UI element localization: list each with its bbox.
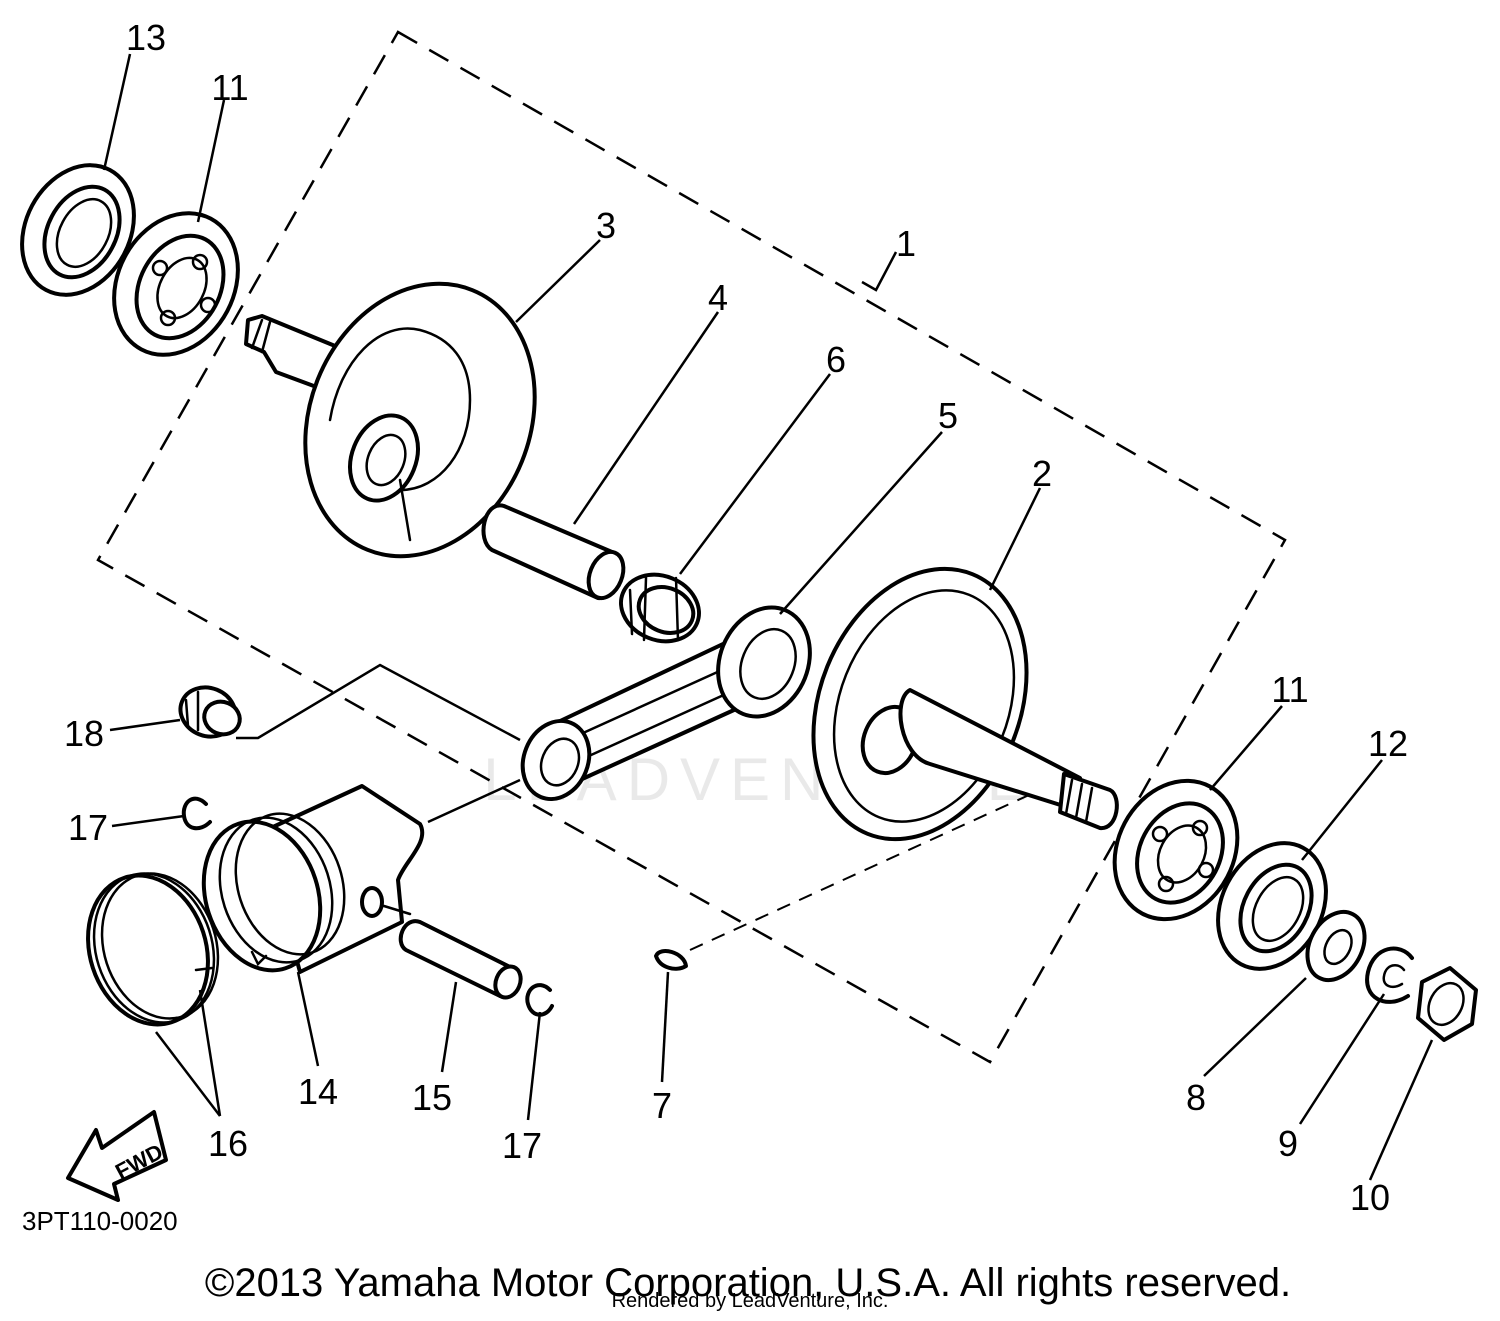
fwd-arrow: FWD bbox=[66, 1110, 168, 1202]
callout-18: 18 bbox=[64, 713, 104, 754]
woodruff-key-7 bbox=[654, 949, 688, 971]
bearing-11-left bbox=[112, 211, 240, 357]
connecting-rod-5 bbox=[520, 605, 812, 801]
callout-13: 13 bbox=[126, 17, 166, 58]
callout-7: 7 bbox=[652, 1085, 672, 1126]
callout-6: 6 bbox=[826, 339, 846, 380]
callout-17-right: 17 bbox=[502, 1125, 542, 1166]
callout-2: 2 bbox=[1032, 453, 1052, 494]
circlip-17-right bbox=[525, 983, 554, 1017]
callout-labels: 13 11 3 1 4 6 5 2 11 12 18 17 14 15 7 8 … bbox=[64, 17, 1408, 1218]
rendered-by-text: Rendered by LeadVenture, Inc. bbox=[612, 1290, 889, 1312]
copyright-text: ©2013 Yamaha Motor Corporation, U.S.A. A… bbox=[205, 1261, 1291, 1305]
small-end-bearing-18 bbox=[178, 685, 242, 739]
needle-bearing-6 bbox=[619, 572, 701, 644]
bearing-11-right bbox=[1112, 778, 1240, 922]
washer-8 bbox=[1305, 909, 1367, 983]
crank-pin-4 bbox=[481, 503, 626, 601]
piston-pin-15 bbox=[382, 904, 523, 1000]
callout-leaders bbox=[102, 53, 1434, 1181]
callout-15: 15 bbox=[412, 1077, 452, 1118]
piston-14 bbox=[201, 784, 425, 974]
lock-washer-9 bbox=[1365, 946, 1414, 1004]
callout-8: 8 bbox=[1186, 1077, 1206, 1118]
part-code: 3PT110-0020 bbox=[22, 1206, 178, 1236]
callout-4: 4 bbox=[708, 277, 728, 318]
callout-11-left: 11 bbox=[211, 67, 248, 108]
callout-17-left: 17 bbox=[68, 807, 108, 848]
callout-10: 10 bbox=[1350, 1177, 1390, 1218]
crank-half-2 bbox=[811, 566, 1119, 842]
leader-key-shaft bbox=[689, 789, 1041, 951]
circlip-17-left bbox=[181, 796, 212, 831]
callout-5: 5 bbox=[938, 395, 958, 436]
assembly-boundary bbox=[96, 30, 1287, 1064]
callout-12: 12 bbox=[1368, 723, 1408, 764]
oil-seal-13 bbox=[20, 163, 136, 297]
callout-16: 16 bbox=[208, 1123, 248, 1164]
callout-9: 9 bbox=[1278, 1123, 1298, 1164]
leader-piston-conrod bbox=[427, 778, 521, 824]
crank-half-3 bbox=[244, 281, 537, 559]
callout-3: 3 bbox=[596, 205, 616, 246]
callout-1: 1 bbox=[896, 223, 916, 264]
callout-14: 14 bbox=[298, 1071, 338, 1112]
callout-11-right: 11 bbox=[1271, 669, 1308, 710]
oil-seal-12 bbox=[1216, 841, 1328, 971]
nut-10 bbox=[1416, 966, 1478, 1042]
leader-18-conrod bbox=[236, 663, 521, 742]
